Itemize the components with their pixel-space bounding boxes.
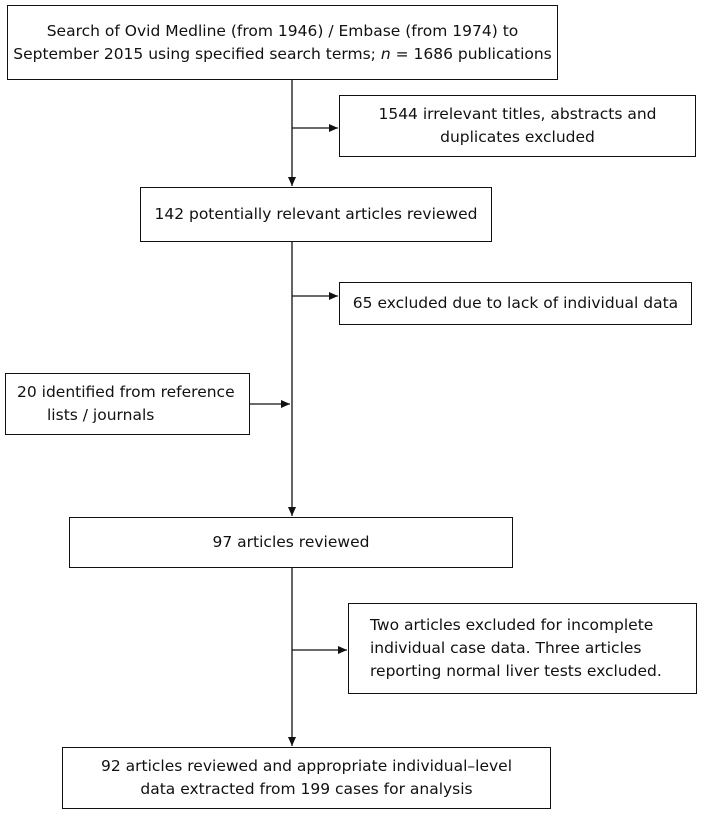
reviewed-97-line: 97 articles reviewed <box>212 533 370 551</box>
search-line-2-text: September 2015 using specified search te… <box>13 44 376 63</box>
identified-reference-line-1: 20 identified from reference <box>17 383 235 401</box>
excluded-incomplete-box: Two articles excluded for incomplete ind… <box>348 603 697 694</box>
search-line-2-count: = 1686 publications <box>390 44 552 63</box>
excluded-irrelevant-box: 1544 irrelevant titles, abstracts and du… <box>339 95 696 157</box>
potentially-relevant-line: 142 potentially relevant articles review… <box>154 205 478 223</box>
excluded-lack-data-box: 65 excluded due to lack of individual da… <box>339 282 692 325</box>
identified-reference-line-2: lists / journals <box>47 406 155 424</box>
excluded-incomplete-line-3: reporting normal liver tests excluded. <box>370 662 662 680</box>
identified-reference-box: 20 identified from reference lists / jou… <box>5 373 250 435</box>
search-n-symbol: n <box>380 44 391 63</box>
reviewed-97-box: 97 articles reviewed <box>69 517 513 568</box>
final-box: 92 articles reviewed and appropriate ind… <box>62 747 551 809</box>
final-line-2: data extracted from 199 cases for analys… <box>140 780 473 798</box>
search-box: Search of Ovid Medline (from 1946) / Emb… <box>7 5 558 80</box>
potentially-relevant-box: 142 potentially relevant articles review… <box>140 187 492 242</box>
search-line-2: September 2015 using specified search te… <box>13 43 552 66</box>
excluded-irrelevant-line-2: duplicates excluded <box>440 128 595 146</box>
excluded-incomplete-line-1: Two articles excluded for incomplete <box>370 616 654 634</box>
search-line-1: Search of Ovid Medline (from 1946) / Emb… <box>46 21 519 40</box>
excluded-incomplete-line-2: individual case data. Three articles <box>370 639 642 657</box>
excluded-irrelevant-line-1: 1544 irrelevant titles, abstracts and <box>378 105 657 123</box>
excluded-lack-data-line: 65 excluded due to lack of individual da… <box>352 294 679 312</box>
final-line-1: 92 articles reviewed and appropriate ind… <box>101 757 512 775</box>
